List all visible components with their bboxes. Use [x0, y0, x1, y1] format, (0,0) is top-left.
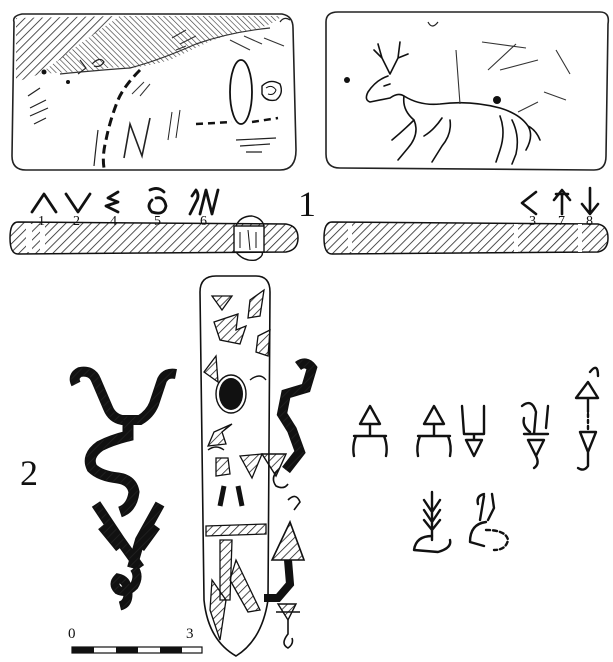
figure-number-2: 2: [20, 452, 38, 494]
sign-7-glyph: [554, 190, 570, 214]
sign-4-glyph: [106, 192, 118, 212]
sign-5-glyph: [149, 188, 166, 213]
sign-sequence-row-1: [353, 368, 598, 470]
sign-label-3: 3: [529, 214, 536, 230]
scale-label-start: 0: [68, 626, 76, 643]
sign-6-glyph: [190, 190, 218, 214]
plaque-left-face: [12, 14, 296, 170]
sign-label-4: 4: [110, 214, 117, 230]
plaque-right-face: [326, 12, 608, 170]
sign-label-7: 7: [558, 214, 565, 230]
sign-sequence-row-2: [414, 492, 508, 552]
sign-row-right: [522, 188, 598, 214]
sign-3-glyph: [522, 192, 536, 214]
sign-8-glyph: [582, 188, 598, 214]
figure-number-1: 1: [298, 183, 316, 225]
object-2-pendant: [200, 276, 270, 656]
section-right: [324, 222, 608, 254]
deer-engraving: [366, 42, 540, 164]
sign-label-1: 1: [38, 214, 45, 230]
sign-label-5: 5: [154, 214, 161, 230]
object-2-side-drawing: [75, 372, 176, 606]
sign-label-6: 6: [200, 214, 207, 230]
scale-label-end: 3: [186, 626, 194, 643]
sign-2-glyph: [66, 194, 90, 212]
sign-label-2: 2: [73, 214, 80, 230]
sign-1-glyph: [32, 194, 56, 212]
sign-row-left: [32, 188, 218, 214]
sign-label-8: 8: [586, 214, 593, 230]
scale-bar: [72, 647, 202, 653]
